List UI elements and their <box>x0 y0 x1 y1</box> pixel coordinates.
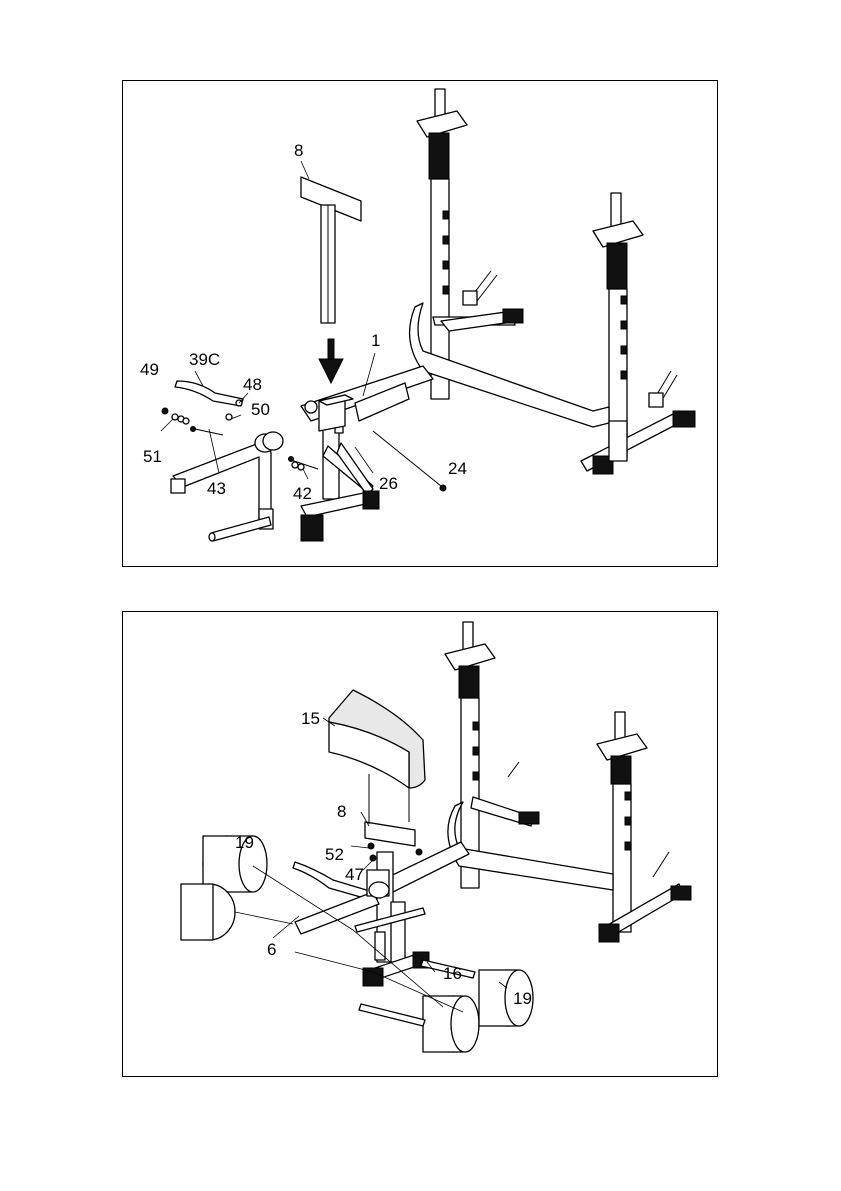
front-leg-assembly <box>301 366 433 541</box>
part-8-plate <box>365 822 415 846</box>
callout-1: 1 <box>371 331 380 350</box>
callout-51: 51 <box>143 447 162 466</box>
callout-26: 26 <box>379 474 398 493</box>
callout-24: 24 <box>448 459 467 478</box>
assembly-diagram-bottom: 15 8 52 47 19 6 16 19 <box>122 611 718 1077</box>
callout-39c: 39C <box>189 350 220 369</box>
weight-peg-left <box>463 271 497 305</box>
callout-15: 15 <box>301 709 320 728</box>
insertion-arrow <box>319 339 343 383</box>
rear-upright-right <box>597 712 647 932</box>
callout-49: 49 <box>140 360 159 379</box>
assembly-diagram-top: 8 1 49 39C 48 50 51 43 42 26 24 <box>122 80 718 567</box>
base-frame <box>410 303 695 474</box>
callout-19-top: 19 <box>235 833 254 852</box>
assembly-drawing-top: 8 1 49 39C 48 50 51 43 42 26 24 <box>123 81 719 568</box>
callout-50: 50 <box>251 400 270 419</box>
square-receiver <box>319 395 353 431</box>
callout-6: 6 <box>267 940 276 959</box>
callout-8: 8 <box>337 802 346 821</box>
callout-52: 52 <box>325 845 344 864</box>
weight-peg-right <box>649 371 677 407</box>
callout-19-bottom: 19 <box>513 989 532 1008</box>
callout-16: 16 <box>443 964 462 983</box>
leg-developer-part-6 <box>293 862 389 960</box>
assembly-drawing-bottom: 15 8 52 47 19 6 16 19 <box>123 612 719 1078</box>
callout-8: 8 <box>294 141 303 160</box>
callout-42: 42 <box>293 484 312 503</box>
callout-48: 48 <box>243 375 262 394</box>
callout-47: 47 <box>345 865 364 884</box>
part-8-post <box>301 177 361 323</box>
base-frame <box>448 762 691 942</box>
callout-43: 43 <box>207 479 226 498</box>
